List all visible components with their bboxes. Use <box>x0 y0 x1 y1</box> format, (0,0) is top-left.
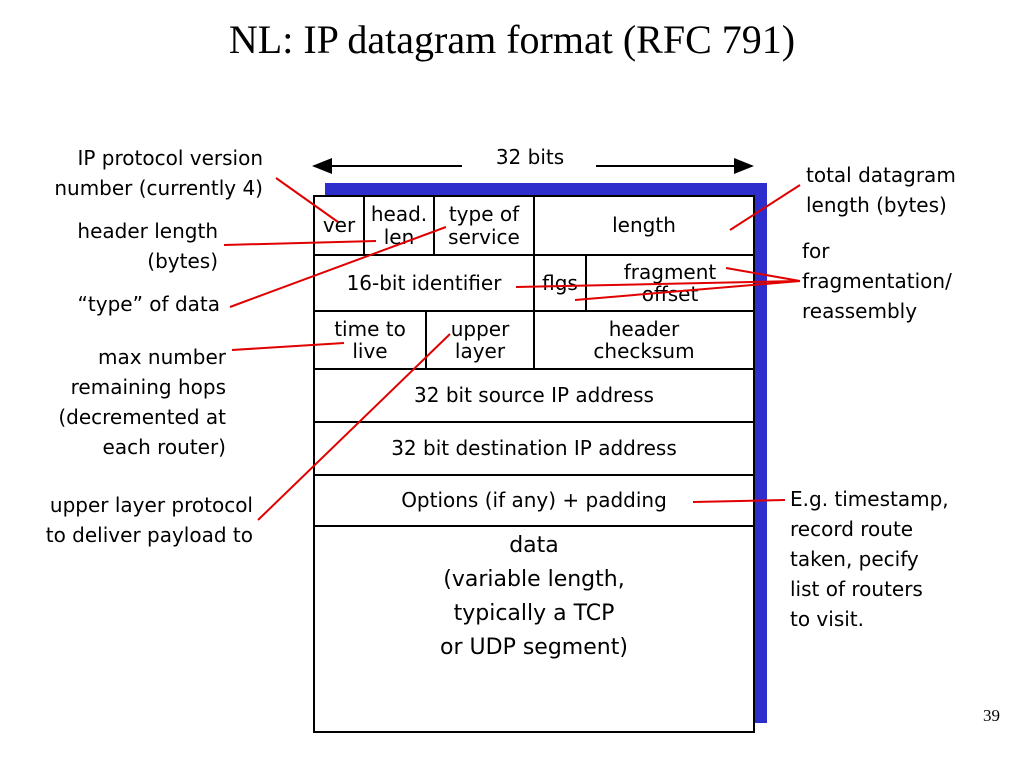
field-length: length <box>612 213 676 238</box>
col-divider <box>533 310 535 368</box>
note-upper-protocol: upper layer protocol to deliver payload … <box>45 493 253 547</box>
note-max-hops: max number remaining hops (decremented a… <box>58 345 226 459</box>
field-head-len: head. len <box>370 202 428 249</box>
row-divider <box>315 368 753 370</box>
col-divider <box>533 197 535 254</box>
row-divider <box>315 474 753 476</box>
note-fragmentation: for fragmentation/ reassembly <box>802 239 952 323</box>
row-divider <box>315 421 753 423</box>
note-options-example: E.g. timestamp, record route taken, peci… <box>790 487 949 631</box>
field-time-to-live: time to live <box>334 316 406 363</box>
field-fragment-offset: fragment offset <box>623 259 717 306</box>
note-type-of-data: “type” of data <box>77 292 220 316</box>
field-flgs: flgs <box>542 270 578 295</box>
field-destination-ip: 32 bit destination IP address <box>391 436 677 461</box>
field-header-checksum: header checksum <box>593 316 695 363</box>
field-type-of-service: type of service <box>448 202 520 249</box>
note-total-length: total datagram length (bytes) <box>806 163 956 217</box>
note-header-length: header length (bytes) <box>77 219 218 273</box>
page-number: 39 <box>983 706 1000 725</box>
field-identifier: 16-bit identifier <box>346 270 502 295</box>
col-divider <box>363 197 365 254</box>
field-source-ip: 32 bit source IP address <box>414 383 654 408</box>
row-divider <box>315 525 753 527</box>
field-ver: ver <box>322 213 356 238</box>
slide-title: NL: IP datagram format (RFC 791) <box>228 17 796 62</box>
datagram-table: ver head. len type of service length 16-… <box>313 195 755 733</box>
col-divider <box>433 197 435 254</box>
field-options: Options (if any) + padding <box>401 488 667 513</box>
note-ip-version: IP protocol version number (currently 4) <box>54 146 263 200</box>
width-label: 32 bits <box>495 145 565 169</box>
field-upper-layer: upper layer <box>450 316 510 363</box>
field-data: data (variable length, typically a TCP o… <box>440 533 628 660</box>
